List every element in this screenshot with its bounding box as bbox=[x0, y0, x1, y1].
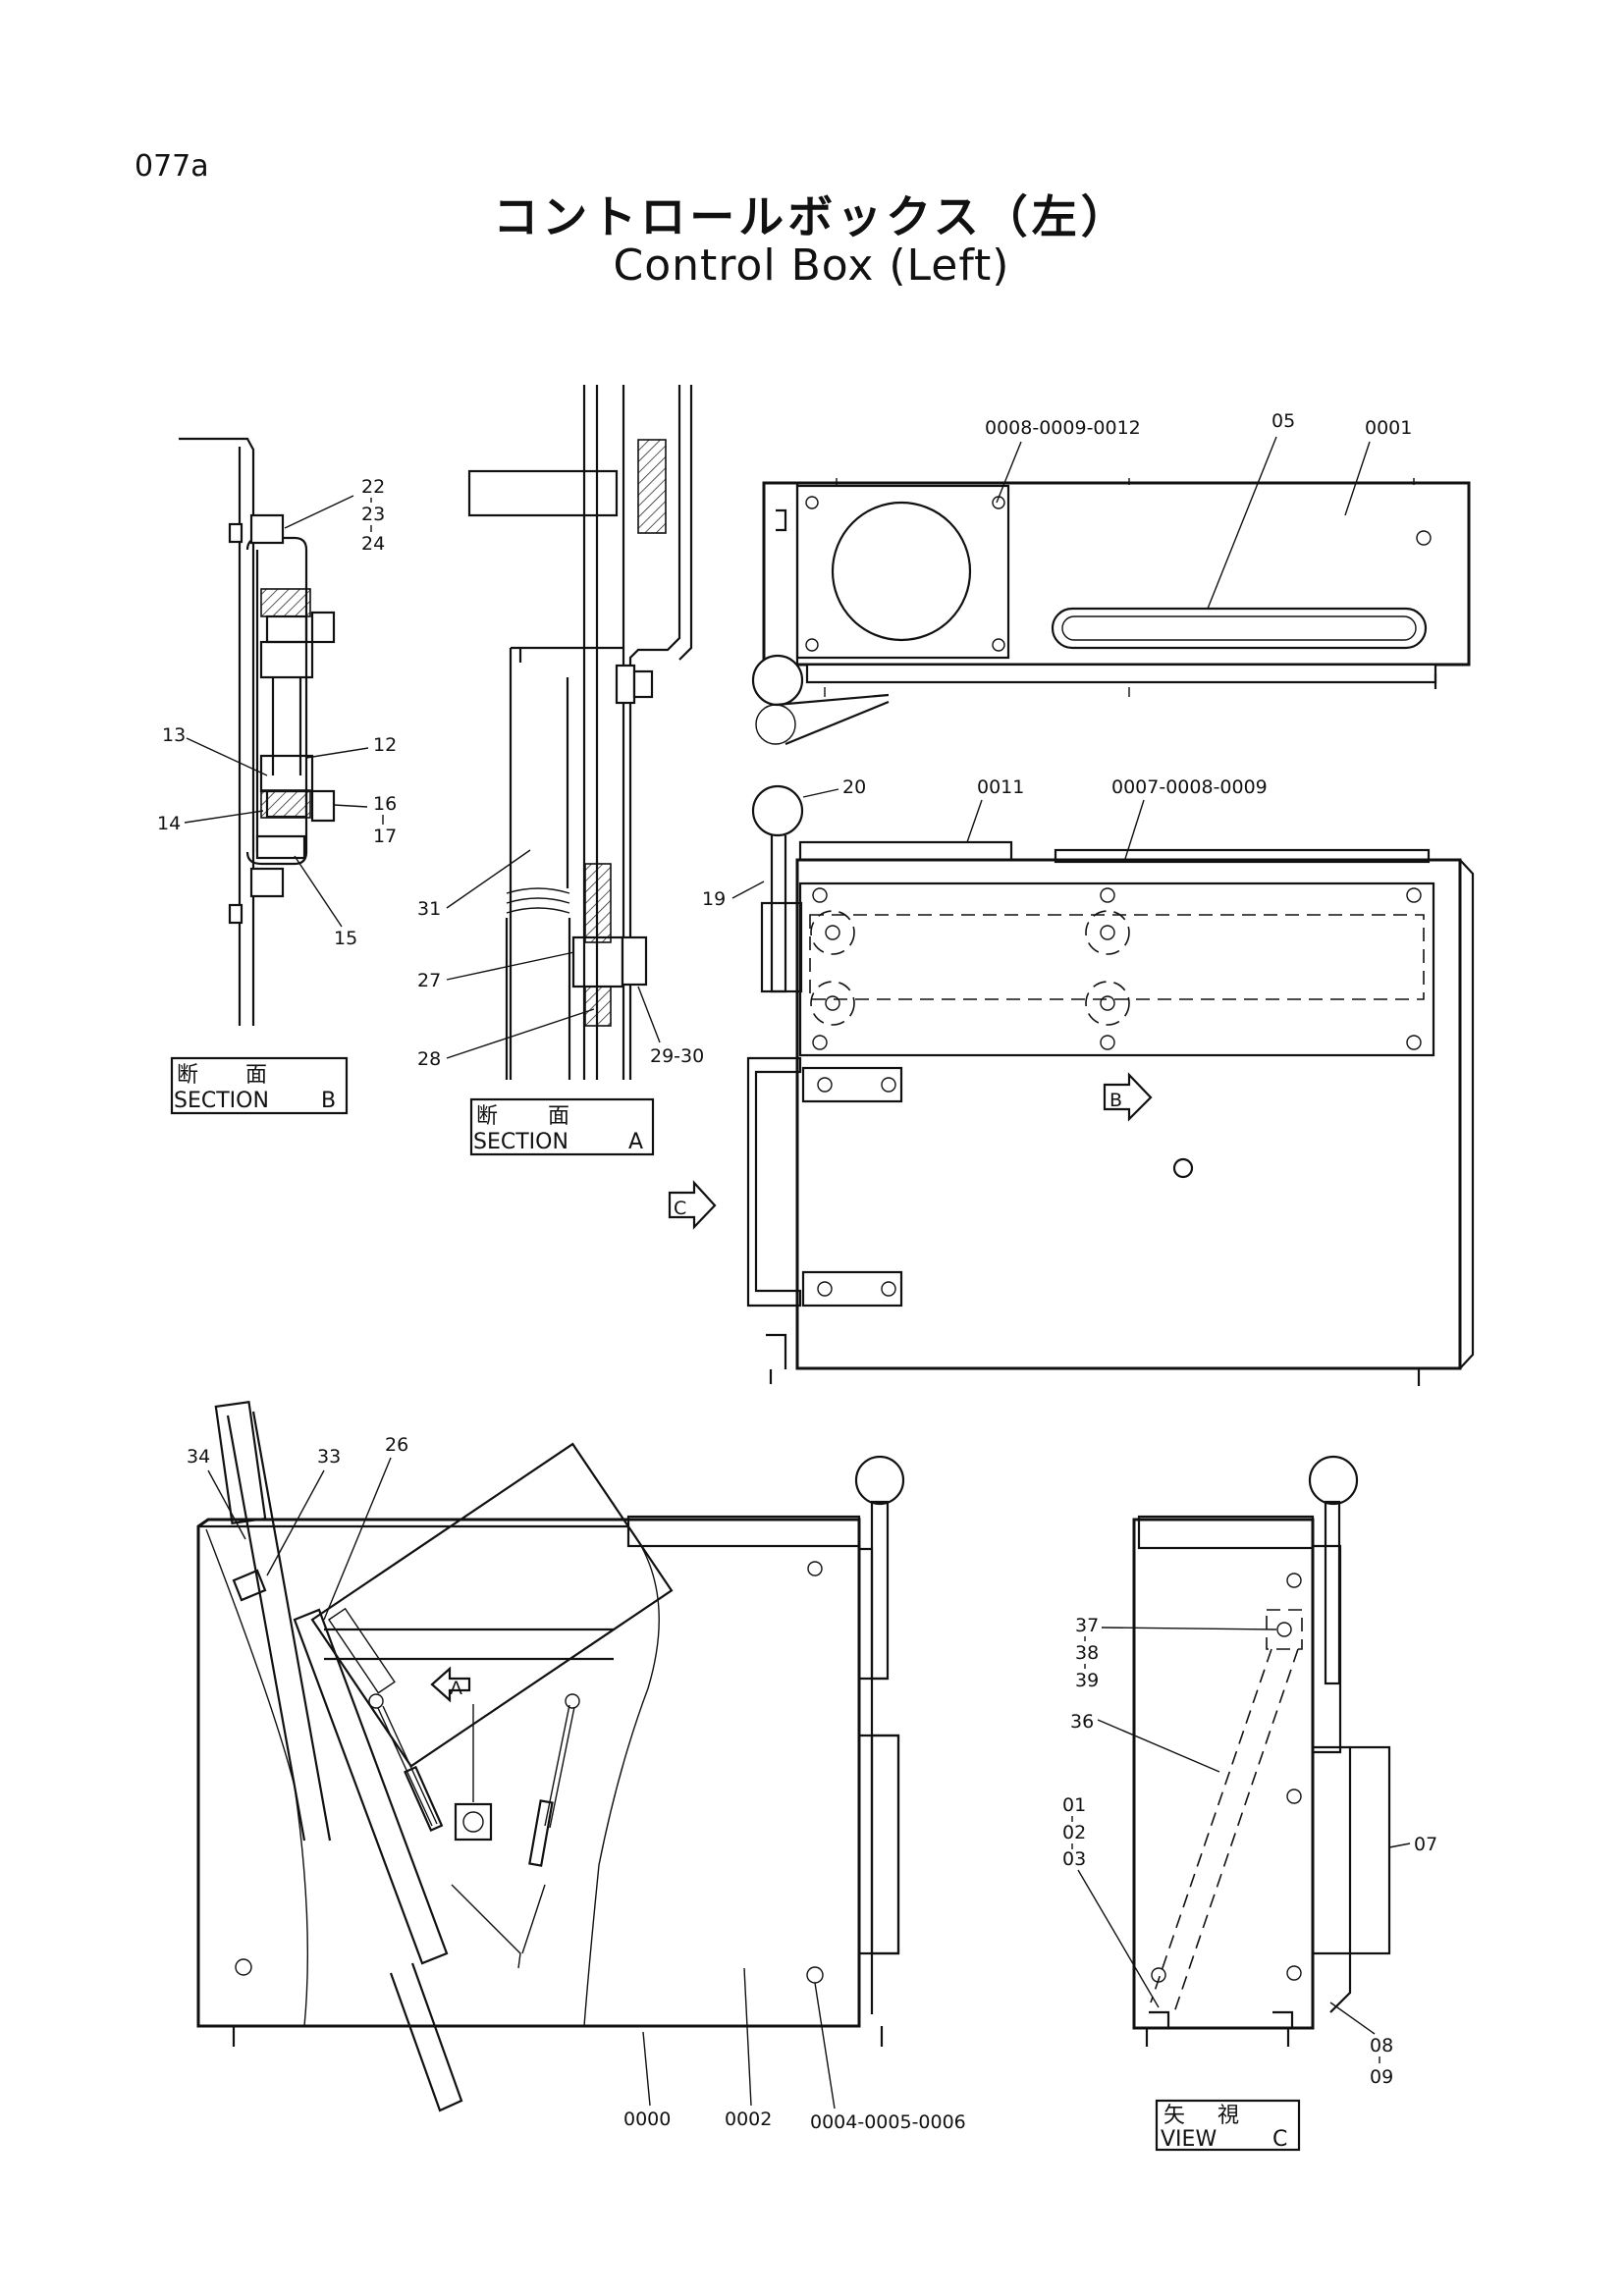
view-label-text: B bbox=[321, 1089, 336, 1113]
section-a-drawing bbox=[467, 385, 693, 1080]
title-japanese: コントロールボックス（左） bbox=[493, 190, 1130, 243]
callout-label: 36 bbox=[1070, 1711, 1094, 1733]
view-label-text: SECTION bbox=[174, 1089, 269, 1113]
callout-label: 08 bbox=[1370, 2035, 1393, 2056]
callout-label: 37 bbox=[1075, 1615, 1099, 1636]
callout-label: 23 bbox=[361, 504, 385, 525]
section-b-label: 断 面 SECTION B bbox=[170, 1056, 349, 1115]
callout-label: 0002 bbox=[725, 2109, 772, 2130]
callout-label: 03 bbox=[1062, 1848, 1086, 1870]
callout-label: 0004-0005-0006 bbox=[810, 2111, 966, 2133]
top-view-drawing bbox=[751, 478, 1471, 746]
callout-label: 09 bbox=[1370, 2066, 1393, 2088]
view-label-text: SECTION bbox=[473, 1130, 568, 1154]
section-b-callouts: 22 23 24 13 12 14 16 17 15 bbox=[157, 476, 397, 949]
callout-label: 22 bbox=[361, 476, 385, 498]
view-label-text: VIEW bbox=[1161, 2127, 1217, 2152]
callout-label: 0008-0009-0012 bbox=[985, 417, 1141, 439]
callout-label: 15 bbox=[334, 928, 357, 949]
callout-label: 20 bbox=[842, 776, 866, 798]
arrow-marker-b: B bbox=[1109, 1090, 1122, 1111]
arrow-marker-c: C bbox=[674, 1198, 686, 1219]
callout-label: 26 bbox=[385, 1434, 408, 1456]
view-label-text: C bbox=[1272, 2127, 1287, 2152]
view-label-text: A bbox=[628, 1130, 643, 1154]
page-number: 077a bbox=[135, 149, 209, 184]
side-view-callouts: 34 33 26 0000 0002 0004-0005-0006 bbox=[187, 1434, 966, 2133]
callout-label: 31 bbox=[417, 898, 441, 920]
view-c-callouts: 37 38 39 36 01 02 03 07 08 09 bbox=[1062, 1615, 1437, 2088]
callout-label: 29-30 bbox=[650, 1045, 704, 1067]
callout-label: 0000 bbox=[623, 2109, 671, 2130]
arrow-marker-a: A bbox=[450, 1678, 462, 1699]
view-label-text: 面 bbox=[548, 1104, 569, 1129]
callout-label: 19 bbox=[702, 888, 726, 910]
view-c-label: 矢 視 VIEW C bbox=[1155, 2099, 1301, 2152]
callout-label: 17 bbox=[373, 826, 397, 847]
front-view-callouts: 20 0011 0007-0008-0009 19 bbox=[702, 776, 1268, 910]
callout-label: 0007-0008-0009 bbox=[1111, 776, 1268, 798]
title-english: Control Box (Left) bbox=[613, 240, 1010, 291]
callout-label: 27 bbox=[417, 970, 441, 991]
callout-label: 34 bbox=[187, 1446, 210, 1468]
top-view-callouts: 0008-0009-0012 05 0001 bbox=[985, 410, 1412, 610]
callout-label: 12 bbox=[373, 734, 397, 756]
callout-label: 02 bbox=[1062, 1822, 1086, 1843]
callout-label: 13 bbox=[162, 724, 186, 746]
section-a-label: 断 面 SECTION A bbox=[469, 1097, 655, 1156]
callout-label: 01 bbox=[1062, 1794, 1086, 1816]
callout-label: 38 bbox=[1075, 1642, 1099, 1664]
view-label-text: 断 bbox=[177, 1063, 198, 1088]
callout-label: 24 bbox=[361, 533, 385, 555]
callout-label: 05 bbox=[1271, 410, 1295, 432]
callout-label: 14 bbox=[157, 813, 181, 834]
callout-label: 28 bbox=[417, 1048, 441, 1070]
side-view-drawing: A bbox=[196, 1400, 905, 2112]
callout-label: 0011 bbox=[977, 776, 1024, 798]
section-b-drawing bbox=[179, 437, 336, 1026]
front-view-drawing: B C bbox=[668, 784, 1475, 1386]
callout-label: 0001 bbox=[1365, 417, 1412, 439]
view-label-text: 視 bbox=[1217, 2104, 1239, 2128]
callout-label: 07 bbox=[1414, 1834, 1437, 1855]
callout-label: 39 bbox=[1075, 1670, 1099, 1691]
view-label-text: 面 bbox=[245, 1063, 267, 1088]
callout-label: 33 bbox=[317, 1446, 341, 1468]
view-label-text: 矢 bbox=[1163, 2104, 1185, 2128]
section-a-callouts: 31 27 28 29-30 bbox=[417, 849, 704, 1070]
view-label-text: 断 bbox=[476, 1104, 498, 1129]
callout-label: 16 bbox=[373, 793, 397, 815]
